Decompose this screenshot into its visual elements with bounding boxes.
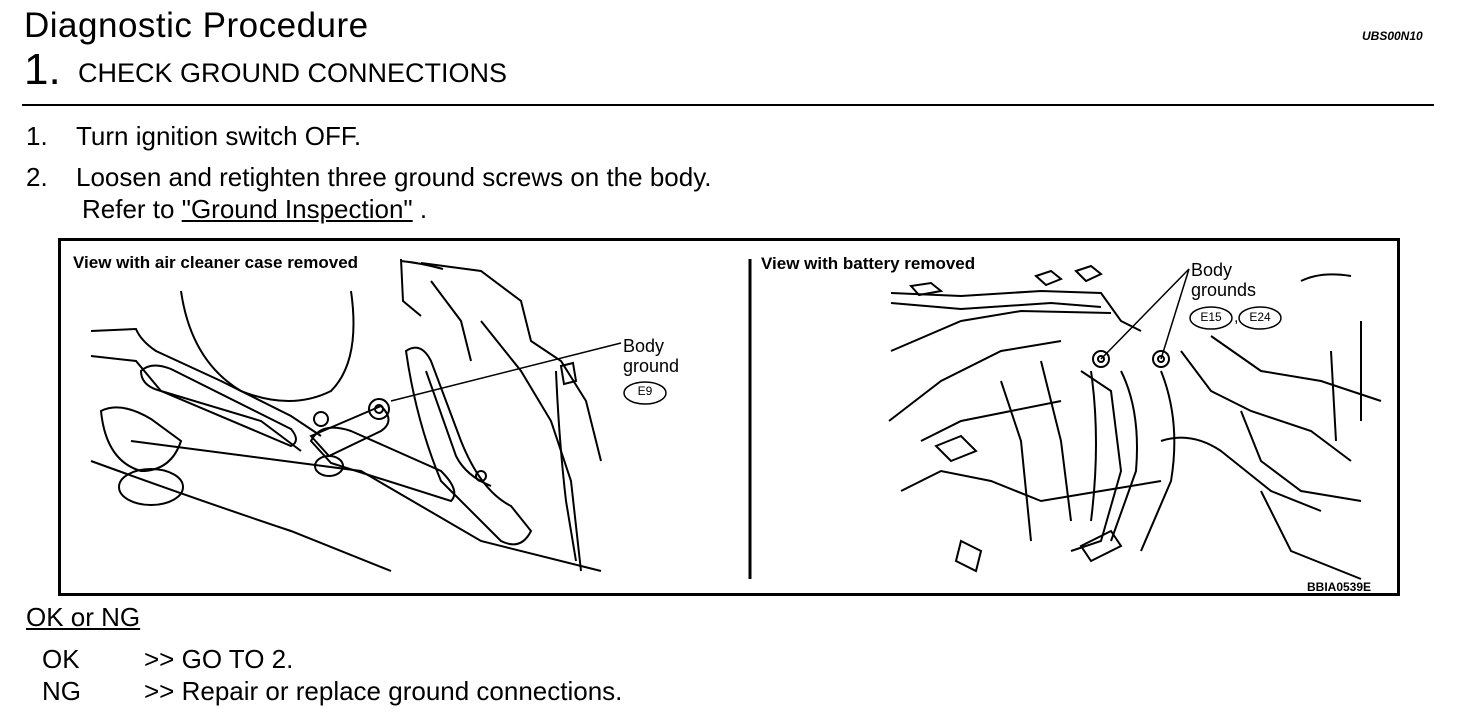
body-ground-label-line2: ground — [623, 356, 680, 376]
step-title: CHECK GROUND CONNECTIONS — [78, 58, 508, 88]
ground-inspection-link[interactable]: "Ground Inspection" — [181, 194, 413, 224]
instruction-number: 1. — [26, 121, 48, 151]
instruction-number: 2. — [26, 162, 48, 192]
engine-bay-illustration — [90, 258, 1382, 580]
left-view-caption: View with air cleaner case removed — [73, 253, 359, 272]
e9-connector-badge — [623, 381, 667, 405]
instruction-2: 2. Loosen and retighten three ground scre… — [26, 162, 712, 193]
body-ground-leader-line — [390, 342, 622, 402]
instruction-1: 1. Turn ignition switch OFF. — [26, 121, 361, 152]
e15-connector-badge — [1189, 306, 1233, 330]
body-grounds-label-line2: grounds — [1191, 280, 1257, 300]
result-action: >> Repair or replace ground connections. — [144, 676, 623, 706]
body-ground-leader-line-2 — [1160, 268, 1190, 360]
diagram-figure: View with air cleaner case removed Body … — [58, 238, 1400, 596]
page-title: Diagnostic Procedure — [24, 6, 369, 45]
connector-separator: , — [1234, 309, 1239, 326]
result-key: NG — [42, 676, 81, 706]
e9-connector-label: E9 — [637, 384, 653, 398]
result-key: OK — [42, 644, 80, 674]
body-ground-label: Body ground — [623, 336, 679, 376]
result-ng-row: NG >> Repair or replace ground connection… — [42, 676, 622, 707]
instruction-2-reference: Refer to "Ground Inspection" . — [82, 194, 427, 225]
left-body-panel — [90, 258, 602, 572]
body-grounds-label: Body grounds — [1191, 260, 1256, 300]
instruction-text: Turn ignition switch OFF. — [76, 121, 362, 151]
figure-id: BBIA0539E — [1307, 580, 1372, 594]
result-heading: OK or NG — [26, 602, 141, 632]
e24-connector-badge — [1238, 306, 1282, 330]
e24-connector-label: E24 — [1249, 310, 1271, 324]
body-ground-leader-line-1 — [1100, 268, 1190, 360]
result-ok-row: OK >> GO TO 2. — [42, 644, 293, 675]
document-id: UBS00N10 — [1362, 29, 1423, 43]
right-body-panel — [888, 264, 1382, 580]
body-ground-label-line1: Body — [623, 336, 665, 356]
step-number: 1. — [24, 45, 61, 94]
body-grounds-label-line1: Body — [1191, 260, 1233, 280]
e15-connector-label: E15 — [1200, 310, 1222, 324]
refer-suffix: . — [412, 194, 428, 224]
instruction-text: Loosen and retighten three ground screws… — [76, 162, 712, 192]
result-action: >> GO TO 2. — [144, 644, 294, 674]
refer-prefix: Refer to — [82, 194, 182, 224]
header-divider — [22, 104, 1434, 106]
right-view-caption: View with battery removed — [761, 254, 976, 273]
